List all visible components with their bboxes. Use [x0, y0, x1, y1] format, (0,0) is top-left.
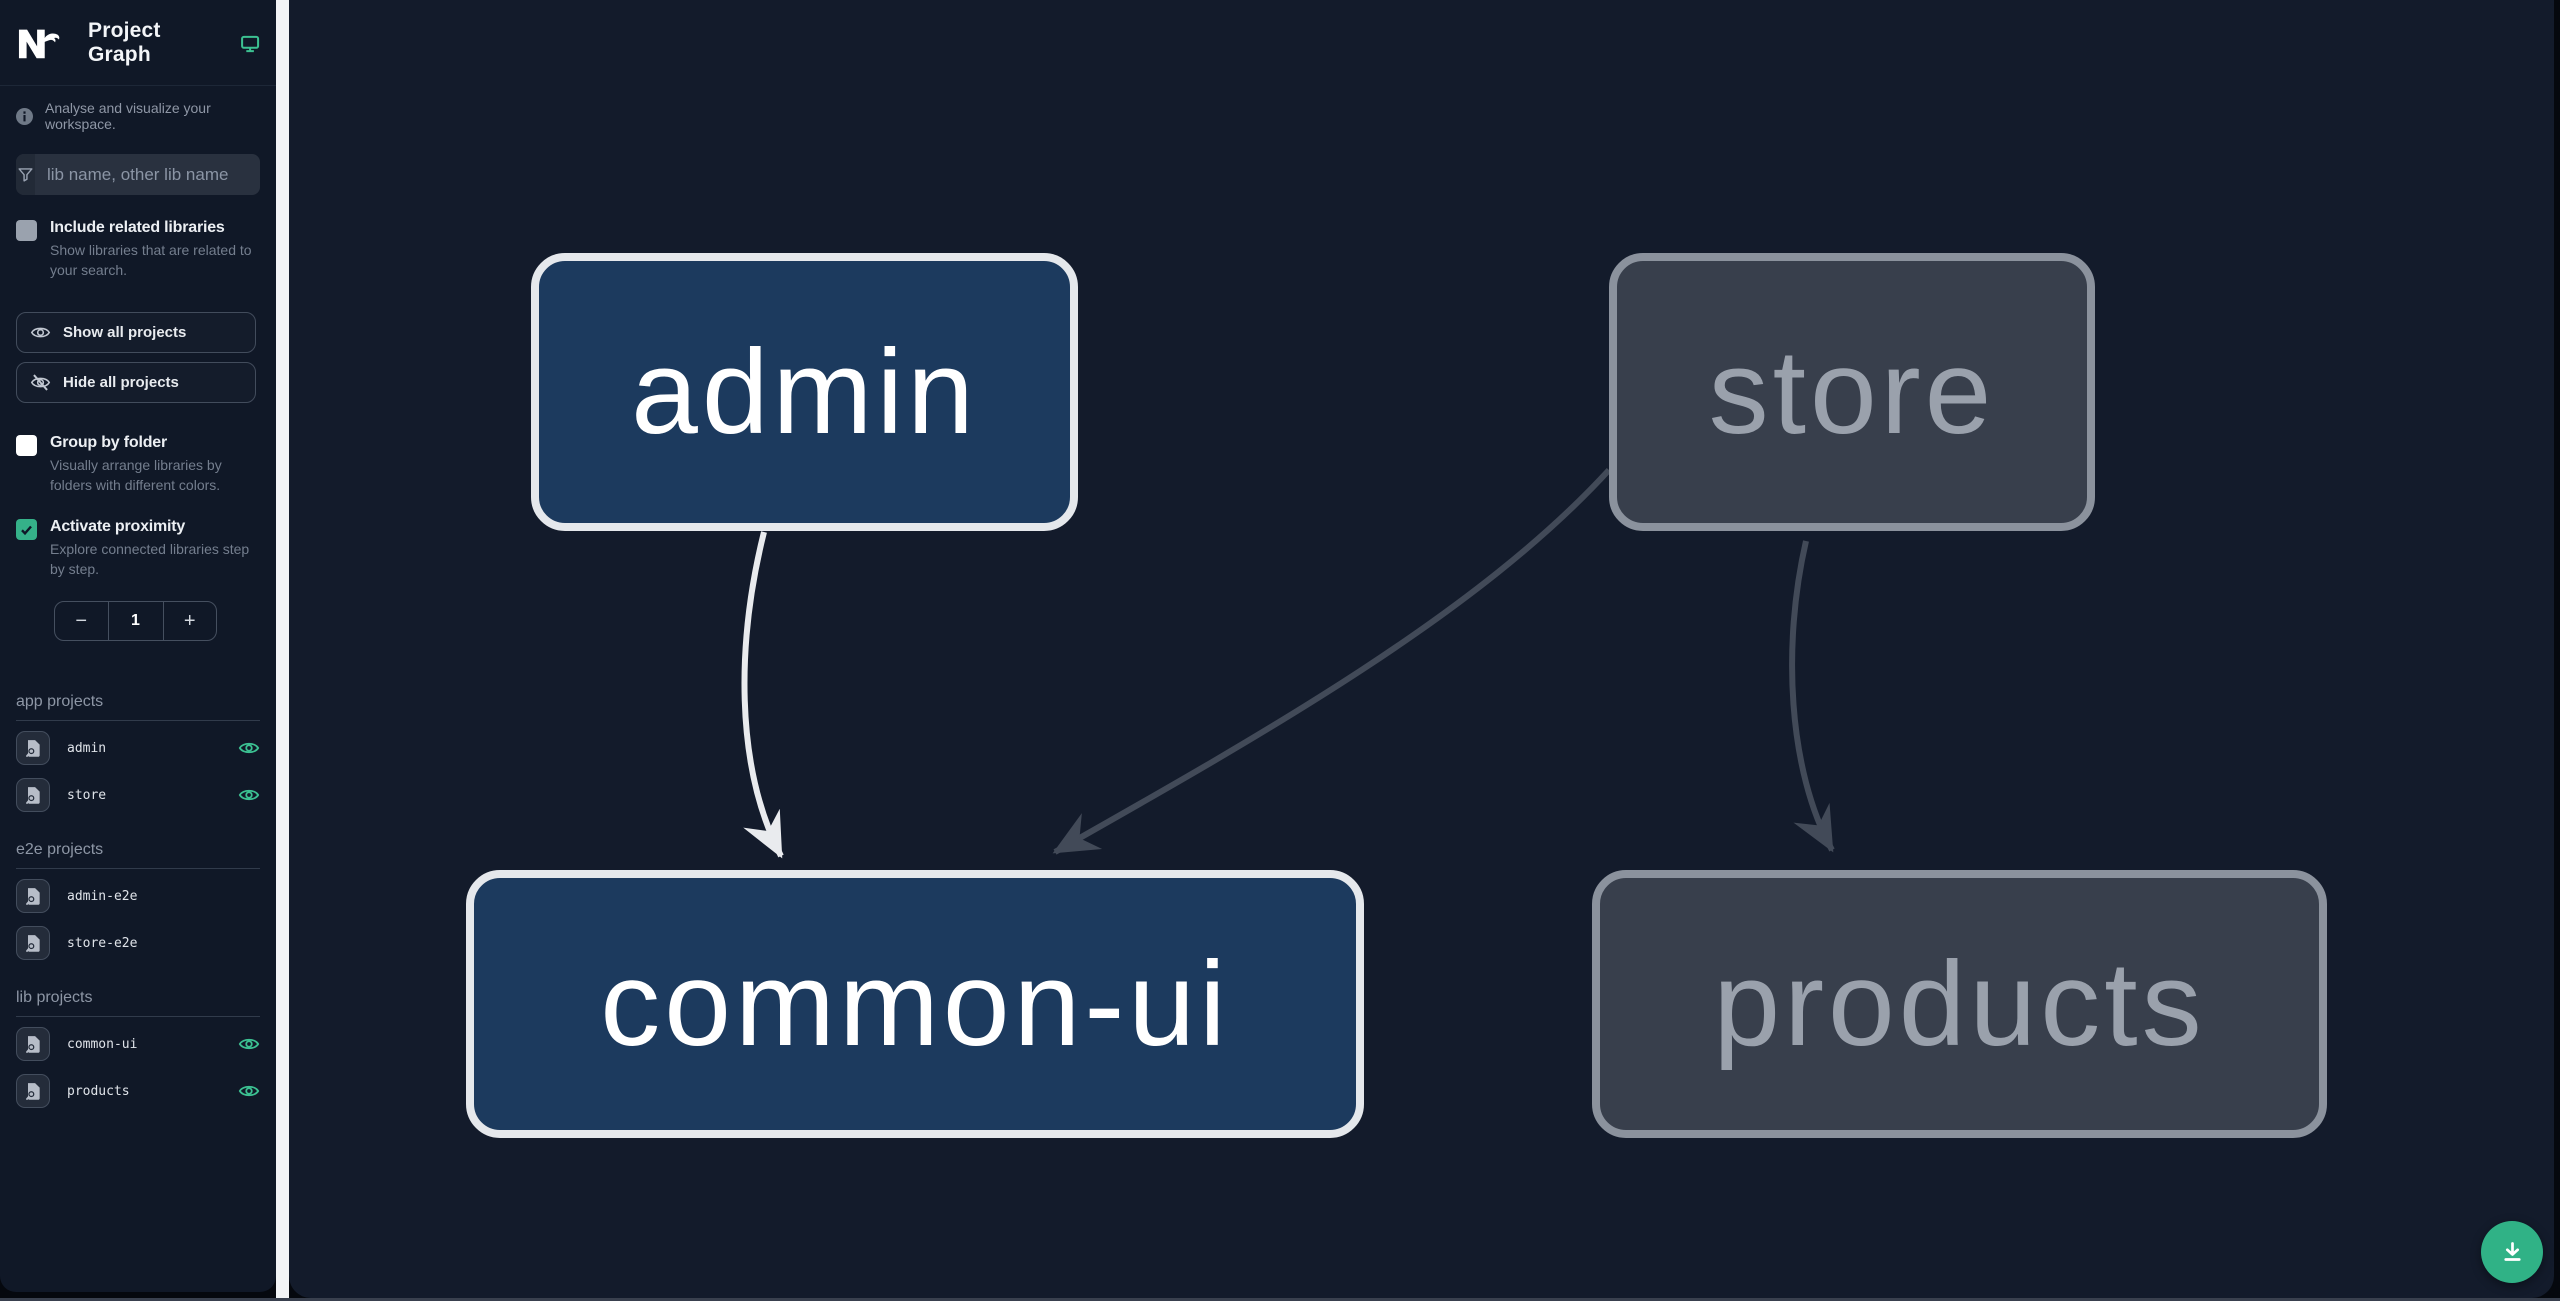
increment-button[interactable]: +: [164, 602, 217, 640]
filter-box: [16, 154, 260, 195]
tagline-text: Analyse and visualize your workspace.: [45, 100, 211, 132]
sidebar-header: Project Graph: [0, 0, 276, 86]
document-search-icon: [26, 935, 40, 952]
section-title: app projects: [16, 693, 260, 721]
button-label: Hide all projects: [63, 374, 179, 391]
graph-node-common-ui[interactable]: common-ui: [466, 870, 1364, 1138]
focus-project-button[interactable]: [16, 926, 50, 960]
document-search-icon: [26, 1036, 40, 1053]
decrement-button[interactable]: −: [55, 602, 108, 640]
edge-store-to-common-ui[interactable]: [1052, 467, 1612, 855]
document-search-icon: [26, 1083, 40, 1100]
section-lib-projects: lib projects common-ui: [0, 989, 276, 1111]
nx-logo-icon: [18, 29, 60, 58]
section-e2e-projects: e2e projects admin-e2e: [0, 841, 276, 963]
visibility-eye-icon[interactable]: [238, 1033, 260, 1055]
activate-proximity-checkbox[interactable]: [16, 519, 37, 540]
hide-all-projects-button[interactable]: Hide all projects: [16, 362, 256, 403]
download-image-button[interactable]: [2481, 1221, 2543, 1283]
section-title: e2e projects: [16, 841, 260, 869]
focus-project-button[interactable]: [16, 731, 50, 765]
section-app-projects: app projects admin: [0, 693, 276, 815]
window-bottom-edge: [0, 1298, 2560, 1301]
focus-project-button[interactable]: [16, 1074, 50, 1108]
visibility-eye-icon[interactable]: [238, 1080, 260, 1102]
graph-node-admin[interactable]: admin: [531, 253, 1078, 531]
download-icon: [2503, 1241, 2521, 1261]
option-label: Include related libraries: [50, 219, 225, 236]
group-by-folder-checkbox[interactable]: [16, 435, 37, 456]
focus-project-button[interactable]: [16, 1027, 50, 1061]
include-related-option: Include related libraries Show libraries…: [16, 219, 260, 280]
visibility-eye-icon[interactable]: [238, 784, 260, 806]
proximity-depth-value: 1: [107, 602, 164, 640]
project-name: products: [67, 1083, 130, 1099]
edge-store-to-products[interactable]: [1789, 540, 1835, 853]
group-by-folder-option: Group by folder Visually arrange librari…: [16, 434, 260, 495]
project-sections: app projects admin: [0, 693, 276, 1111]
proximity-depth-stepper: − 1 +: [54, 601, 217, 641]
graph-node-products[interactable]: products: [1592, 870, 2327, 1138]
visibility-eye-icon[interactable]: [238, 737, 260, 759]
focus-project-button[interactable]: [16, 778, 50, 812]
project-row-common-ui: common-ui: [0, 1024, 276, 1064]
show-all-projects-button[interactable]: Show all projects: [16, 312, 256, 353]
eye-slash-icon: [30, 374, 51, 391]
option-description: Visually arrange libraries by folders wi…: [50, 457, 222, 493]
monitor-icon: [240, 35, 259, 52]
workspace-tagline: Analyse and visualize your workspace.: [0, 86, 276, 132]
project-name: store-e2e: [67, 935, 138, 951]
project-row-store: store: [0, 775, 276, 815]
section-title: lib projects: [16, 989, 260, 1017]
info-icon: [16, 107, 33, 125]
project-row-admin-e2e: admin-e2e: [0, 876, 276, 916]
option-label: Group by folder: [50, 434, 168, 451]
document-search-icon: [26, 740, 40, 757]
eye-icon: [30, 327, 51, 338]
graph-node-store[interactable]: store: [1609, 253, 2095, 531]
focus-project-button[interactable]: [16, 879, 50, 913]
edge-admin-to-common-ui[interactable]: [741, 531, 784, 859]
funnel-icon: [16, 154, 35, 195]
check-icon: [21, 525, 32, 536]
filter-input[interactable]: [35, 154, 260, 195]
option-description: Explore connected libraries step by step…: [50, 541, 250, 577]
sidebar: Project Graph Analyse and visualize your…: [0, 0, 276, 1292]
graph-canvas[interactable]: admin store common-ui products: [289, 0, 2554, 1298]
project-row-store-e2e: store-e2e: [0, 923, 276, 963]
document-search-icon: [26, 888, 40, 905]
project-name: store: [67, 787, 107, 803]
activate-proximity-option: Activate proximity Explore connected lib…: [16, 518, 260, 579]
button-label: Show all projects: [63, 324, 187, 341]
option-description: Show libraries that are related to your …: [50, 242, 252, 278]
edges-layer: [741, 467, 1835, 859]
project-row-admin: admin: [0, 728, 276, 768]
project-row-products: products: [0, 1071, 276, 1111]
sidebar-resizer-handle[interactable]: [276, 0, 289, 1298]
option-label: Activate proximity: [50, 518, 186, 535]
document-search-icon: [26, 787, 40, 804]
include-related-checkbox[interactable]: [16, 220, 37, 241]
project-name: admin-e2e: [67, 888, 138, 904]
project-name: admin: [67, 740, 107, 756]
project-name: common-ui: [67, 1036, 138, 1052]
app-title: Project Graph: [88, 18, 161, 66]
